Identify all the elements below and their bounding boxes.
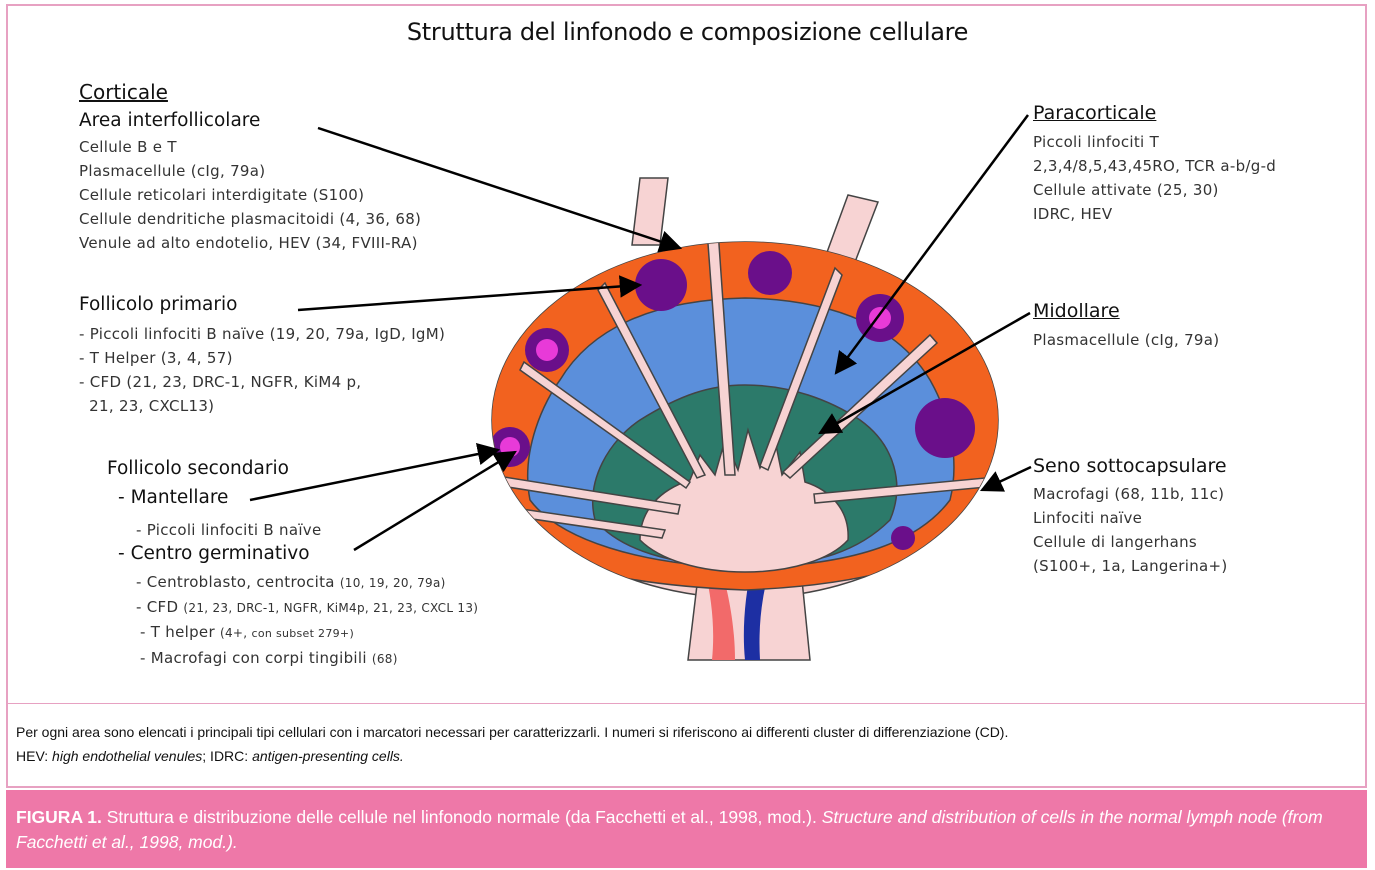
- list-item: 2,3,4/8,5,43,45RO, TCR a-b/g-d: [1033, 154, 1276, 178]
- list-item: - Centroblasto, centrocita (10, 19, 20, …: [136, 570, 478, 595]
- list-item: Cellule attivate (25, 30): [1033, 178, 1276, 202]
- mantle-heading: - Mantellare: [118, 487, 228, 508]
- mantle-list: - Piccoli linfociti B naïve: [136, 518, 322, 542]
- list-item: Piccoli linfociti T: [1033, 130, 1276, 154]
- seno-list: Macrofagi (68, 11b, 11c) Linfociti naïve…: [1033, 482, 1228, 578]
- list-item: Plasmacellule (cIg, 79a): [79, 159, 421, 183]
- list-item: Linfociti naïve: [1033, 506, 1228, 530]
- list-item: 21, 23, CXCL13): [79, 394, 445, 418]
- list-item: - CFD (21, 23, DRC-1, NGFR, KiM4 p,: [79, 370, 445, 394]
- figure-caption: FIGURA 1. Struttura e distribuzione dell…: [16, 805, 1356, 855]
- midollare-list: Plasmacellule (cIg, 79a): [1033, 328, 1219, 352]
- list-item: - T Helper (3, 4, 57): [79, 346, 445, 370]
- list-item: (S100+, 1a, Langerina+): [1033, 554, 1228, 578]
- list-item: IDRC, HEV: [1033, 202, 1276, 226]
- list-item: - CFD (21, 23, DRC-1, NGFR, KiM4p, 21, 2…: [136, 595, 478, 620]
- paracorticale-list: Piccoli linfociti T 2,3,4/8,5,43,45RO, T…: [1033, 130, 1276, 226]
- germinal-center-heading: - Centro germinativo: [118, 543, 310, 564]
- corticale-heading: Corticale: [79, 80, 168, 104]
- germinal-center-list: - Centroblasto, centrocita (10, 19, 20, …: [136, 570, 478, 671]
- primary-follicle-list: - Piccoli linfociti B naïve (19, 20, 79a…: [79, 322, 445, 418]
- interfollicular-list: Cellule B e T Plasmacellule (cIg, 79a) C…: [79, 135, 421, 255]
- note-line: Per ogni area sono elencati i principali…: [16, 720, 1008, 744]
- list-item: - Piccoli linfociti B naïve: [136, 518, 322, 542]
- list-item: - Piccoli linfociti B naïve (19, 20, 79a…: [79, 322, 445, 346]
- list-item: - T helper (4+, con subset 279+): [136, 620, 478, 646]
- list-item: Cellule B e T: [79, 135, 421, 159]
- interfollicular-heading: Area interfollicolare: [79, 110, 260, 131]
- list-item: Cellule di langerhans: [1033, 530, 1228, 554]
- list-item: Venule ad alto endotelio, HEV (34, FVIII…: [79, 231, 421, 255]
- list-item: Cellule reticolari interdigitate (S100): [79, 183, 421, 207]
- paracorticale-heading: Paracorticale: [1033, 102, 1156, 124]
- secondary-follicle-heading: Follicolo secondario: [107, 458, 289, 479]
- list-item: - Macrofagi con corpi tingibili (68): [136, 646, 478, 671]
- primary-follicle-heading: Follicolo primario: [79, 294, 237, 315]
- list-item: Macrofagi (68, 11b, 11c): [1033, 482, 1228, 506]
- list-item: Plasmacellule (cIg, 79a): [1033, 328, 1219, 352]
- list-item: Cellule dendritiche plasmacitoidi (4, 36…: [79, 207, 421, 231]
- midollare-heading: Midollare: [1033, 300, 1120, 322]
- note-line: HEV: high endothelial venules; IDRC: ant…: [16, 744, 1008, 768]
- seno-heading: Seno sottocapsulare: [1033, 455, 1227, 477]
- afferent-vessel-right: [826, 195, 878, 262]
- figure-note: Per ogni area sono elencati i principali…: [16, 720, 1008, 768]
